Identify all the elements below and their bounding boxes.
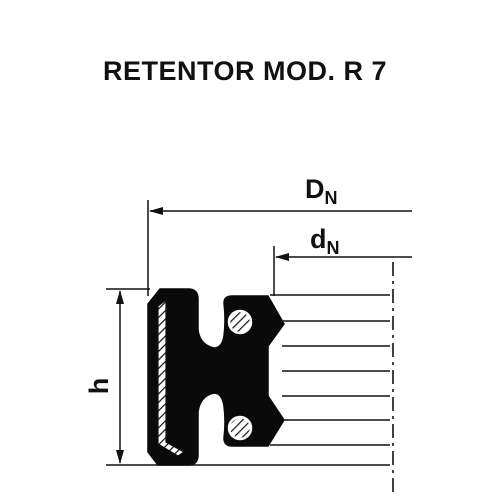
outer-diameter-label: DN [305, 174, 338, 208]
housing-lines [172, 294, 390, 466]
inner-diameter-dimension: dN [273, 224, 412, 296]
seal-body [147, 288, 285, 466]
lower-o-ring [227, 415, 253, 441]
height-label: h [84, 378, 114, 395]
seal-metal-insert [157, 298, 186, 457]
drawing-title: RETENTOR MOD. R 7 [102, 56, 388, 86]
outer-diameter-dimension: DN [147, 174, 412, 296]
seal-profile [147, 288, 285, 466]
inner-diameter-label: dN [310, 224, 340, 258]
upper-o-ring [227, 309, 253, 335]
